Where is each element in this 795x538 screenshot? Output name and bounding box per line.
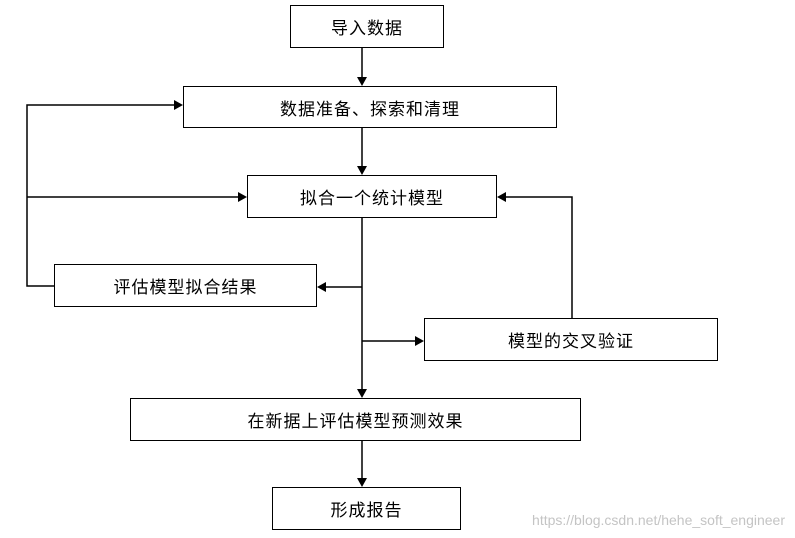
node-prepare-explore-clean: 数据准备、探索和清理 [183,86,557,128]
arrowhead-trunk-to-cross-validate [415,336,424,346]
node-import-data: 导入数据 [290,5,444,48]
arrowhead-evaluate-to-prepare [174,100,183,110]
edge-cross-validate-to-fit [506,196,573,318]
arrowhead-evaluate-to-fit [238,192,247,202]
arrowhead-fit-to-predict [357,389,367,398]
edge-evaluate-to-prepare [26,104,174,287]
arrowhead-predict-to-report [357,478,367,487]
arrowhead-prepare-to-fit [357,166,367,175]
arrowhead-cross-validate-to-fit [497,192,506,202]
arrowhead-trunk-to-evaluate [317,282,326,292]
watermark-url: https://blog.csdn.net/hehe_soft_engineer [532,512,785,528]
node-cross-validation: 模型的交叉验证 [424,318,718,361]
node-fit-statistical-model: 拟合一个统计模型 [247,175,497,218]
node-evaluate-model-fit: 评估模型拟合结果 [54,264,317,307]
arrowhead-import-to-prepare [357,77,367,86]
node-form-report: 形成报告 [272,487,461,530]
node-evaluate-prediction-new-data: 在新据上评估模型预测效果 [130,398,581,441]
